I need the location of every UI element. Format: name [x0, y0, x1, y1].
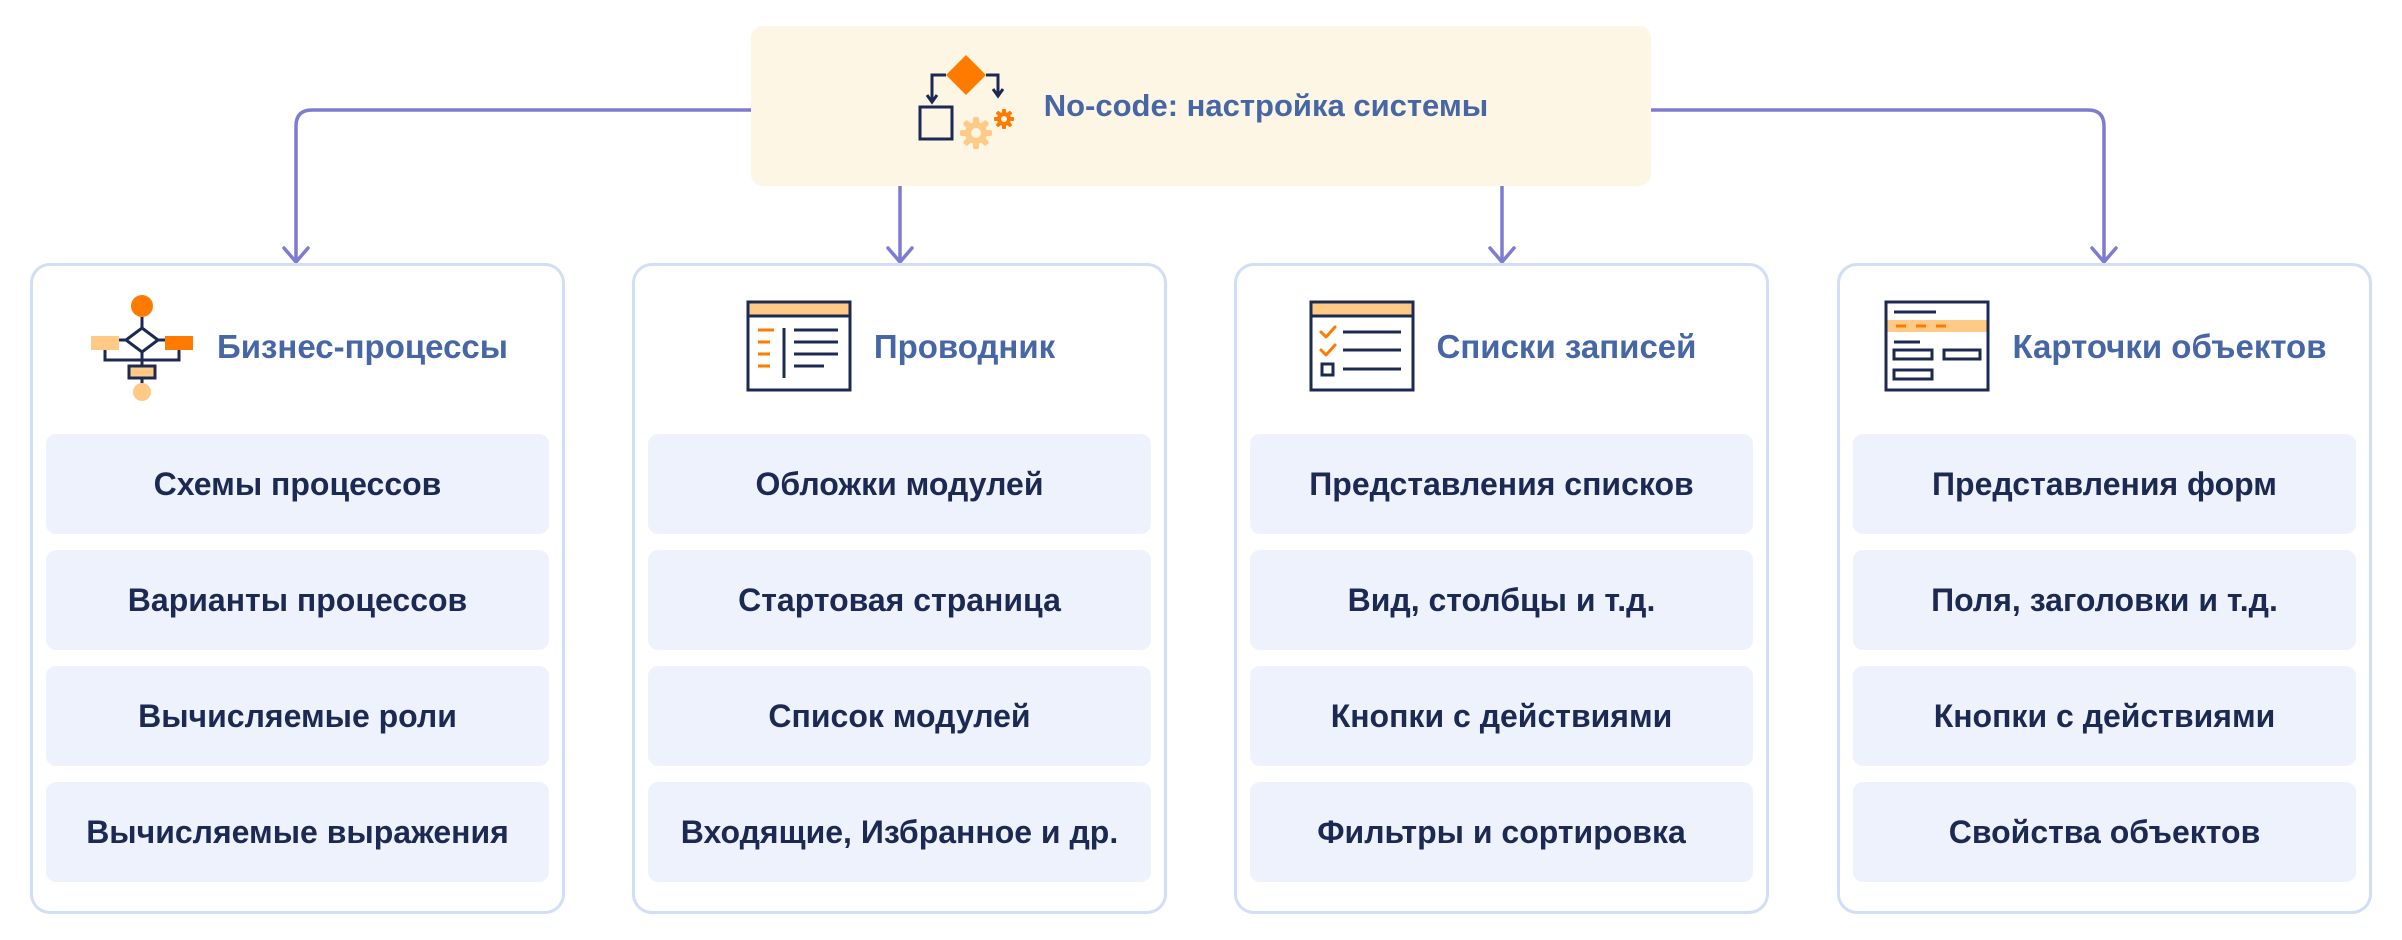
list-item: Входящие, Избранное и др. — [648, 782, 1151, 882]
arrowhead-3 — [1488, 246, 1516, 264]
column-title: Проводник — [873, 328, 1056, 365]
list-item: Список модулей — [648, 666, 1151, 766]
list-item: Схемы процессов — [46, 434, 549, 534]
list-item: Свойства объектов — [1853, 782, 2356, 882]
list-item: Вычисляемые выражения — [46, 782, 549, 882]
column-title: Бизнес-процессы — [217, 328, 508, 365]
arrowhead-4 — [2090, 246, 2118, 264]
list-item: Поля, заголовки и т.д. — [1853, 550, 2356, 650]
explorer-window-icon — [746, 300, 852, 392]
flowchart-icon — [91, 295, 194, 401]
column-business-processes: Бизнес-процессы Схемы процессов Варианты… — [30, 263, 565, 914]
column-header: Списки записей — [1237, 266, 1766, 428]
column-header: Бизнес-процессы — [33, 266, 562, 428]
settings-flow-icon — [918, 55, 1014, 149]
list-item: Кнопки с действиями — [1250, 666, 1753, 766]
column-header: Проводник — [635, 266, 1164, 428]
connector-right — [1649, 108, 2106, 262]
column-record-lists: Списки записей Представления списков Вид… — [1234, 263, 1769, 914]
column-title: Списки записей — [1436, 328, 1697, 365]
list-item: Варианты процессов — [46, 550, 549, 650]
column-object-cards: Карточки объектов Представления форм Пол… — [1837, 263, 2372, 914]
arrowhead-2 — [886, 246, 914, 264]
column-header: Карточки объектов — [1840, 266, 2369, 428]
list-item: Стартовая страница — [648, 550, 1151, 650]
root-node: No-code: настройка системы — [751, 26, 1651, 186]
list-item: Обложки модулей — [648, 434, 1151, 534]
list-item: Кнопки с действиями — [1853, 666, 2356, 766]
list-item: Фильтры и сортировка — [1250, 782, 1753, 882]
checklist-icon — [1309, 300, 1415, 392]
list-item: Представления форм — [1853, 434, 2356, 534]
list-item: Представления списков — [1250, 434, 1753, 534]
arrowhead-1 — [282, 246, 310, 264]
root-title: No-code: настройка системы — [1043, 88, 1489, 123]
connector-left — [294, 108, 753, 262]
column-explorer: Проводник Обложки модулей Стартовая стра… — [632, 263, 1167, 914]
list-item: Вид, столбцы и т.д. — [1250, 550, 1753, 650]
object-card-icon — [1884, 300, 1990, 392]
column-title: Карточки объектов — [2012, 328, 2327, 365]
list-item: Вычисляемые роли — [46, 666, 549, 766]
